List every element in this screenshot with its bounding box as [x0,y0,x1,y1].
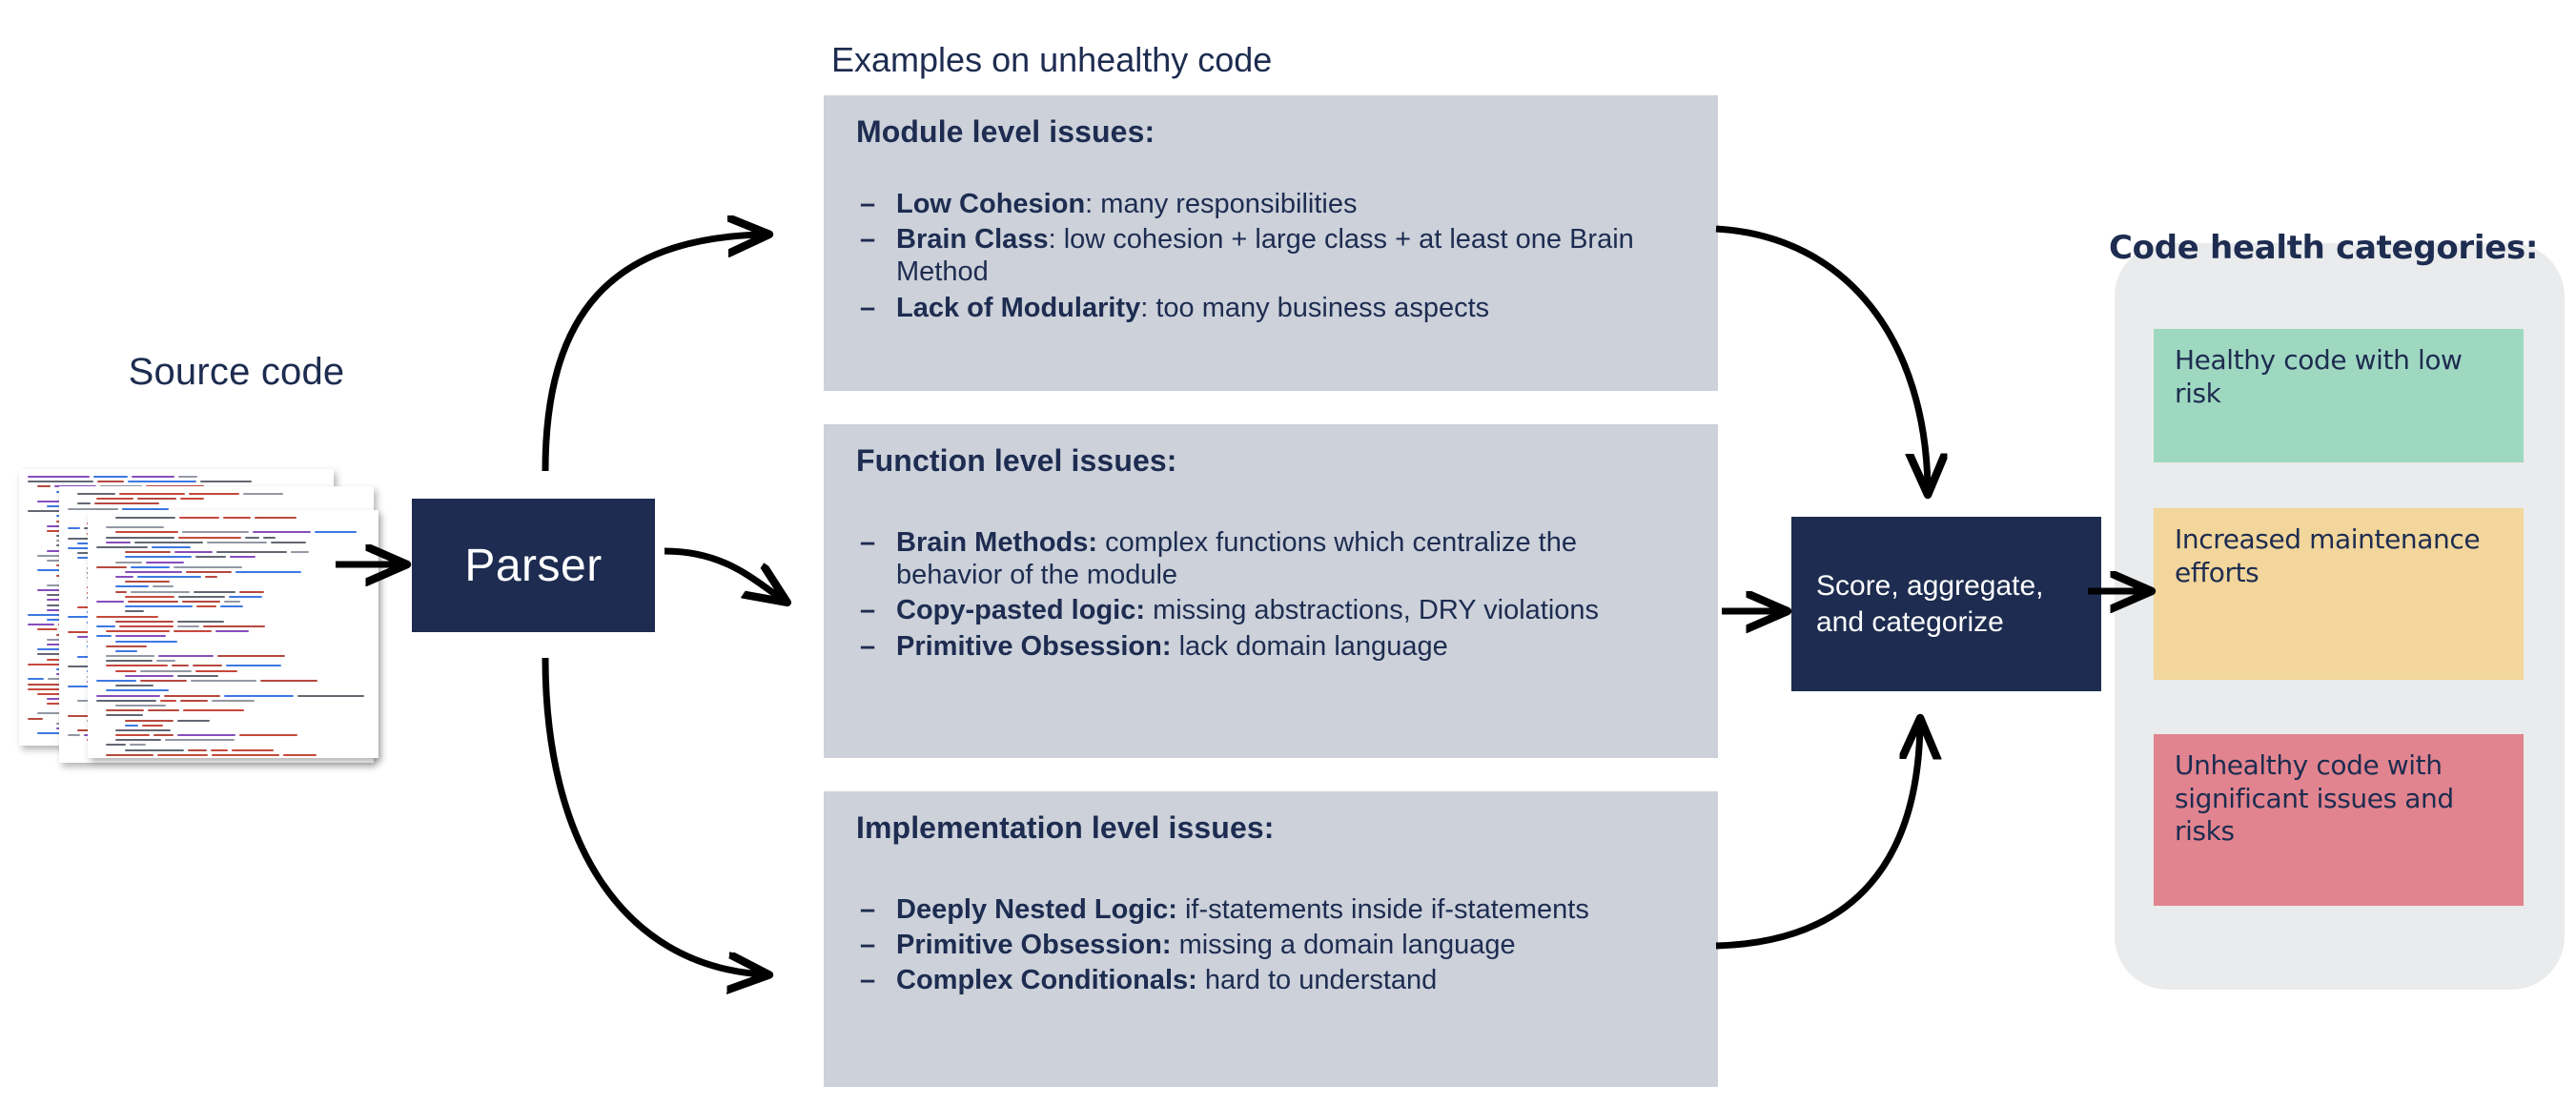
issue-separator [1197,965,1205,995]
bullet-dash: – [860,224,876,256]
issue-separator [1172,930,1179,960]
arrow-parser-to-implementation [542,657,763,974]
issue-item: –Deeply Nested Logic: if-statements insi… [856,893,1686,926]
panel-title: Implementation level issues: [856,810,1275,845]
issue-list: –Brain Methods: complex functions which … [856,526,1686,663]
issue-text: complex functions which centralize the b… [896,527,1577,591]
arrow-implementation-to-score [1715,725,1920,950]
issue-text: many responsibilities [1100,189,1358,219]
code-lines [96,517,370,756]
bullet-dash: – [860,930,876,961]
issue-term: Lack of Modularity [896,292,1141,323]
arrow-module-to-score [1715,225,1928,488]
panel-title: Module level issues: [856,114,1155,149]
issue-list: –Low Cohesion: many responsibilities –Br… [856,188,1686,324]
issue-item: –Complex Conditionals: hard to understan… [856,964,1686,996]
issue-term: Primitive Obsession: [896,630,1172,662]
arrow-parser-to-module [542,235,763,472]
issue-separator: : [1085,189,1101,219]
panel-title: Function level issues: [856,443,1177,478]
issue-separator [1145,595,1153,625]
issue-term: Brain Methods: [896,527,1098,558]
category-card-unhealthy[interactable]: Unhealthy code with significant issues a… [2154,734,2524,906]
bullet-dash: – [860,527,876,558]
issue-list: –Deeply Nested Logic: if-statements insi… [856,893,1686,997]
parser-label: Parser [464,540,603,591]
issue-text: low cohesion + large class + at least on… [896,224,1634,288]
issue-term: Primitive Obsession: [896,930,1172,961]
issue-separator [1097,527,1105,558]
category-card-healthy[interactable]: Healthy code with low risk [2154,329,2524,462]
issue-text: missing a domain language [1178,930,1516,961]
issue-term: Brain Class [896,224,1049,256]
issue-text: lack domain language [1178,630,1448,662]
issue-separator [1177,894,1185,925]
issue-separator [1172,631,1179,662]
bullet-dash: – [860,965,876,996]
issue-separator: : [1048,224,1064,256]
bullet-dash: – [860,595,876,626]
source-code-label: Source code [128,351,345,393]
issue-term: Complex Conditionals: [896,965,1197,996]
issue-term: Copy-pasted logic: [896,595,1146,626]
examples-heading: Examples on unhealthy code [831,40,1273,79]
category-label: Increased maintenance efforts [2175,523,2481,588]
issue-text: missing abstractions, DRY violations [1153,595,1600,626]
parser-box[interactable]: Parser [412,499,655,632]
issue-item: –Copy-pasted logic: missing abstractions… [856,594,1686,626]
issue-item: –Brain Methods: complex functions which … [856,526,1686,591]
arrow-parser-to-function [664,547,782,599]
code-health-categories-heading: Code health categories: [2109,229,2539,267]
category-card-increased-maintenance[interactable]: Increased maintenance efforts [2154,508,2524,680]
category-label: Healthy code with low risk [2175,344,2463,409]
issue-text: if-statements inside if-statements [1184,894,1589,925]
issue-term: Low Cohesion [896,189,1086,219]
category-label: Unhealthy code with significant issues a… [2175,749,2454,848]
bullet-dash: – [860,630,876,662]
bullet-dash: – [860,292,876,323]
score-box-label: Score, aggregate, and categorize [1816,570,2044,638]
issue-item: –Lack of Modularity: too many business a… [856,292,1686,324]
issue-item: –Low Cohesion: many responsibilities [856,188,1686,220]
issue-item: –Primitive Obsession: missing a domain l… [856,929,1686,961]
bullet-dash: – [860,894,876,925]
issue-term: Deeply Nested Logic: [896,894,1177,925]
issue-text: too many business aspects [1155,292,1490,323]
score-aggregate-categorize-box[interactable]: Score, aggregate, and categorize [1791,517,2101,691]
issue-item: –Primitive Obsession: lack domain langua… [856,630,1686,663]
issue-item: –Brain Class: low cohesion + large class… [856,223,1686,288]
issue-separator: : [1140,292,1156,323]
bullet-dash: – [860,189,876,219]
source-code-page [88,510,378,758]
issue-panel-implementation: Implementation level issues: –Deeply Nes… [824,791,1718,1087]
issue-text: hard to understand [1204,965,1438,996]
issue-panel-module: Module level issues: –Low Cohesion: many… [824,95,1718,391]
issue-panel-function: Function level issues: –Brain Methods: c… [824,424,1718,758]
